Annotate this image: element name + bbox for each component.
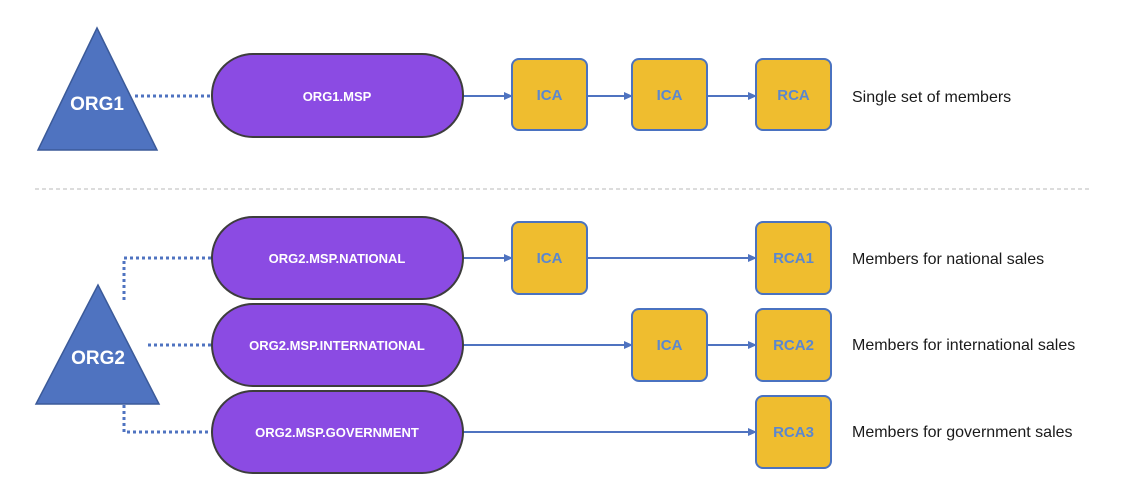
government-rca3-label: RCA3 [773, 424, 814, 441]
international-ica-label: ICA [657, 337, 683, 354]
international-rca2-box [755, 308, 832, 382]
org2-msp-national-node: ORG2.MSP.NATIONAL [211, 216, 464, 300]
org1-msp-label: ORG1.MSP [303, 89, 372, 104]
international-ica-node: ICA [631, 308, 708, 382]
org2-government-dotted-connector [122, 405, 212, 434]
org2-node: ORG2 [34, 283, 161, 405]
org1-triangle-icon [36, 26, 159, 151]
org2-msp-national-pill [211, 216, 464, 300]
org2-msp-government-pill [211, 390, 464, 474]
org2-msp-government-node: ORG2.MSP.GOVERNMENT [211, 390, 464, 474]
org1-ica-2-label: ICA [657, 87, 683, 104]
org2-msp-national-label: ORG2.MSP.NATIONAL [269, 251, 406, 266]
org1-rca-node: RCA [755, 58, 832, 131]
national-rca1-label: RCA1 [773, 250, 814, 267]
national-rca1-box [755, 221, 832, 295]
org1-msp-node: ORG1.MSP [211, 53, 464, 138]
org2-msp-international-node: ORG2.MSP.INTERNATIONAL [211, 303, 464, 387]
org2-msp-government-label: ORG2.MSP.GOVERNMENT [255, 425, 419, 440]
org1-ica-2-node: ICA [631, 58, 708, 131]
org2-msp-international-pill [211, 303, 464, 387]
national-description: Members for national sales [852, 251, 1044, 268]
national-ica-node: ICA [511, 221, 588, 295]
org2-national-dotted-connector [122, 256, 212, 300]
org1-ica-2-box [631, 58, 708, 131]
org1-rca-label: RCA [777, 87, 810, 104]
international-rca2-label: RCA2 [773, 337, 814, 354]
international-ica-box [631, 308, 708, 382]
government-rca3-box [755, 395, 832, 469]
org1-ica-1-node: ICA [511, 58, 588, 131]
org1-rca-box [755, 58, 832, 131]
org1-ica-1-label: ICA [537, 87, 563, 104]
org1-description: Single set of members [852, 89, 1011, 106]
national-ica-box [511, 221, 588, 295]
org2-label: ORG2 [71, 348, 125, 369]
org2-msp-international-label: ORG2.MSP.INTERNATIONAL [249, 338, 425, 353]
org1-msp-pill [211, 53, 464, 138]
government-description: Members for government sales [852, 424, 1073, 441]
org1-node: ORG1 [36, 26, 159, 151]
org2-triangle-icon [34, 283, 161, 405]
government-rca3-node: RCA3 [755, 395, 832, 469]
international-rca2-node: RCA2 [755, 308, 832, 382]
org1-label: ORG1 [70, 94, 124, 115]
national-ica-label: ICA [537, 250, 563, 267]
international-description: Members for international sales [852, 337, 1075, 354]
org1-ica-1-box [511, 58, 588, 131]
national-rca1-node: RCA1 [755, 221, 832, 295]
